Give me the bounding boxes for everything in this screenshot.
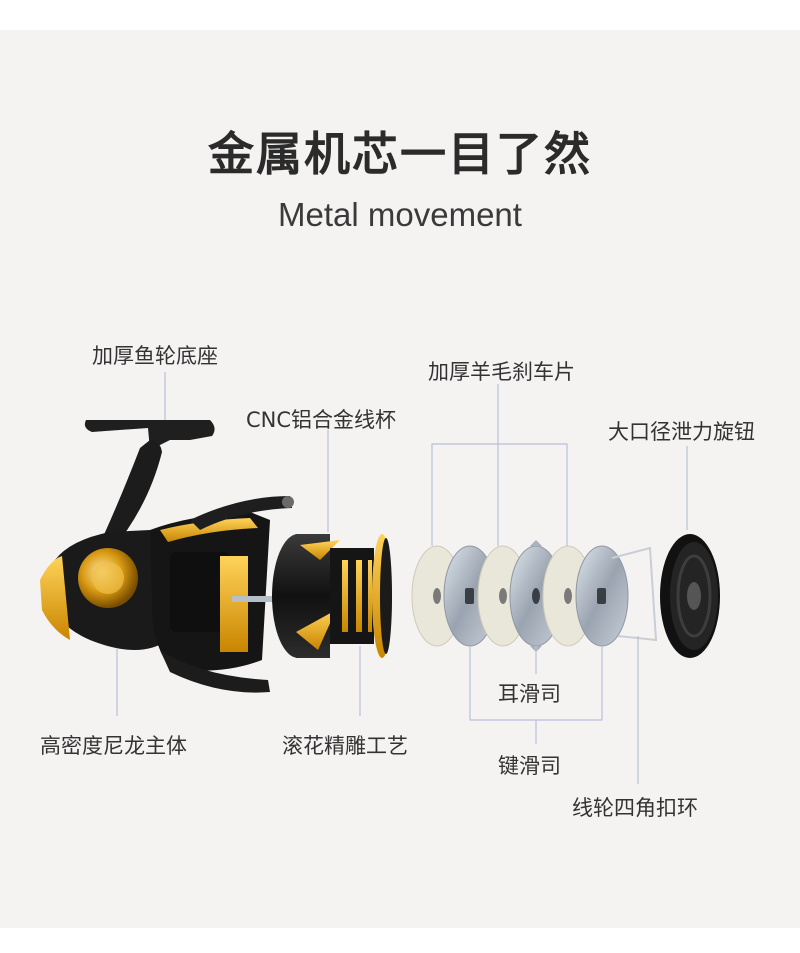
spool-clip xyxy=(611,546,658,642)
reel-body-group xyxy=(40,420,294,693)
page-title: 金属机芯一目了然 xyxy=(208,127,592,181)
label-spool-clip: 线轮四角扣环 xyxy=(572,796,698,820)
label-spool-cup: CNC铝合金线杯 xyxy=(246,408,397,432)
label-felt-washer: 加厚羊毛刹车片 xyxy=(428,360,575,384)
reel-stem xyxy=(96,440,162,552)
label-body: 高密度尼龙主体 xyxy=(40,734,187,758)
label-knurling: 滚花精雕工艺 xyxy=(282,734,408,758)
reel-gold-plate xyxy=(40,556,70,640)
bail-arm xyxy=(190,496,292,530)
spool-group xyxy=(272,534,392,658)
page-subtitle: Metal movement xyxy=(278,196,522,233)
leader-lines xyxy=(116,372,688,784)
main-shaft xyxy=(232,596,274,602)
label-drag-knob: 大口径泄力旋钮 xyxy=(608,420,755,444)
reel-foot xyxy=(84,420,215,450)
label-key-washer: 键滑司 xyxy=(498,754,561,778)
drag-knob-group xyxy=(660,534,720,658)
rotor-cup xyxy=(170,552,230,632)
label-ear-washer: 耳滑司 xyxy=(498,682,561,706)
label-base: 加厚鱼轮底座 xyxy=(92,344,218,368)
washer-stack xyxy=(411,540,629,652)
